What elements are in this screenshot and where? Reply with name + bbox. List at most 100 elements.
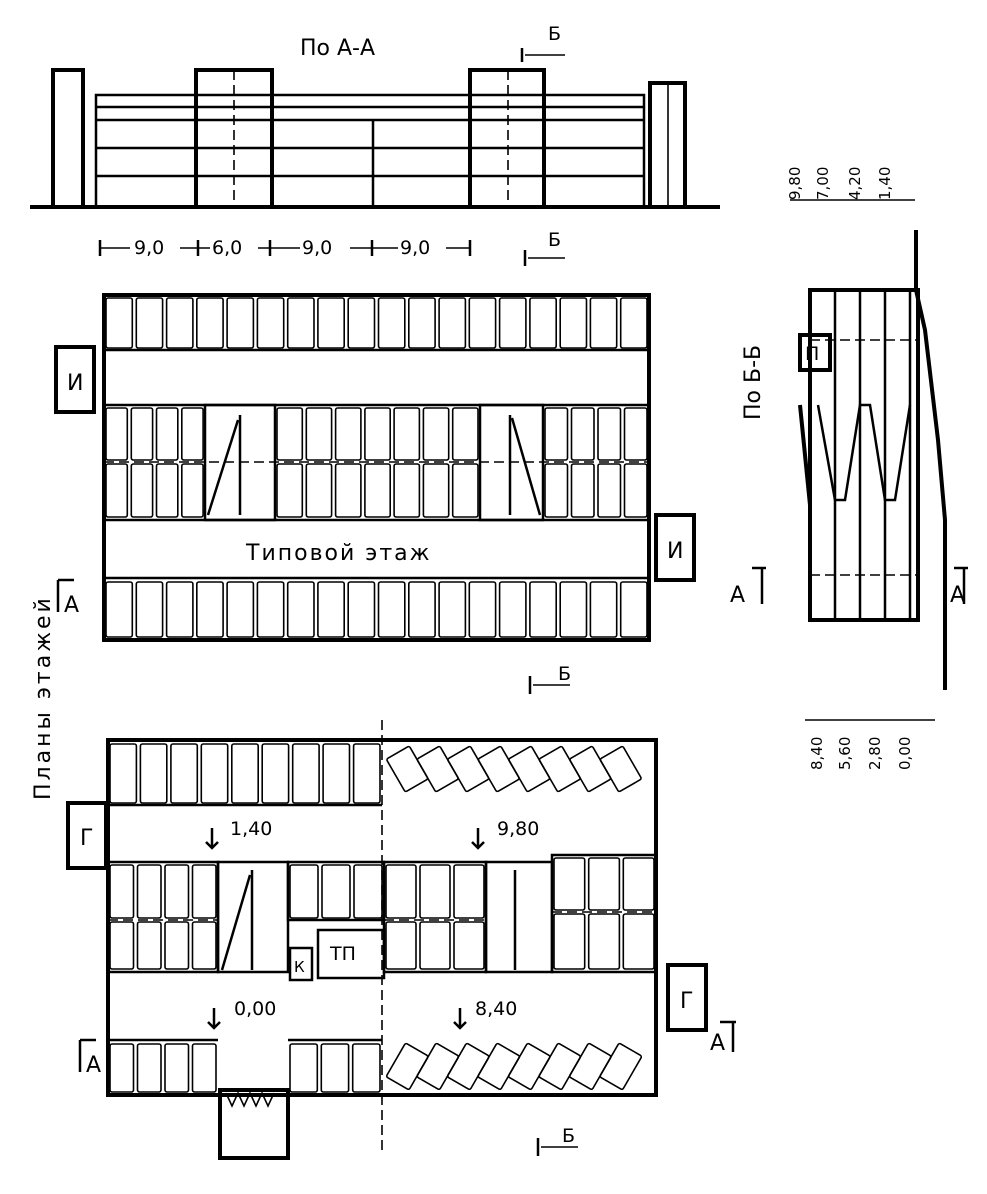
stair-left-ground-label: Г bbox=[80, 826, 93, 851]
parking-stall bbox=[468, 297, 497, 349]
room-k bbox=[288, 946, 314, 982]
cut-b-typical-bottom: Б bbox=[558, 663, 571, 685]
section-bb-marker-label: П bbox=[805, 343, 819, 365]
parking-stall bbox=[109, 864, 135, 919]
level-top-1-40: 1,40 bbox=[876, 167, 894, 200]
parking-stall bbox=[226, 297, 255, 349]
parking-stall bbox=[135, 581, 164, 638]
parking-stall bbox=[422, 463, 450, 518]
parking-stall bbox=[305, 407, 333, 461]
parking-stall bbox=[589, 297, 618, 349]
parking-stall bbox=[191, 921, 217, 970]
parking-stall bbox=[276, 463, 304, 518]
section-bb-marker bbox=[798, 333, 832, 372]
parking-stall bbox=[377, 297, 406, 349]
parking-stall bbox=[619, 297, 648, 349]
parking-stall bbox=[498, 581, 527, 638]
cut-a-typical: А bbox=[64, 593, 79, 618]
parking-stall bbox=[256, 581, 285, 638]
parking-stall bbox=[321, 864, 351, 919]
parking-stall bbox=[347, 297, 376, 349]
parking-stall bbox=[559, 297, 588, 349]
parking-stall bbox=[587, 857, 621, 911]
level-9-80: 9,80 bbox=[497, 818, 539, 840]
stair-left-ground bbox=[66, 801, 108, 870]
main-body bbox=[94, 93, 646, 209]
section-bb-cut-right: А bbox=[950, 583, 965, 608]
parking-stall bbox=[135, 297, 164, 349]
cut-a-ground-left: А bbox=[86, 1053, 101, 1078]
parking-stall bbox=[334, 463, 362, 518]
level-1-40: 1,40 bbox=[230, 818, 272, 840]
section-bb-body bbox=[808, 288, 920, 622]
parking-stall bbox=[200, 743, 229, 804]
span-4: 9,0 bbox=[400, 237, 430, 259]
parking-row-middle-left bbox=[109, 864, 217, 970]
parking-stall bbox=[155, 407, 179, 461]
parking-stall bbox=[317, 297, 345, 349]
middle-far-right-block bbox=[550, 853, 658, 974]
level-top-4-20: 4,20 bbox=[846, 167, 864, 200]
parking-stall bbox=[597, 407, 622, 461]
parking-stall bbox=[622, 857, 655, 911]
section-aa: По А-А Б 9,0 6,0 bbox=[30, 23, 720, 266]
parking-stall bbox=[393, 407, 421, 461]
parking-stall bbox=[109, 921, 135, 970]
cut-mark-b-mid: Б bbox=[548, 229, 561, 251]
ground-profile bbox=[914, 230, 947, 690]
parking-stall bbox=[451, 463, 479, 518]
parking-stall bbox=[597, 463, 622, 518]
parking-stall bbox=[317, 581, 345, 638]
parking-stall bbox=[407, 581, 436, 638]
parking-stall bbox=[136, 921, 162, 970]
parking-stall bbox=[164, 1043, 190, 1093]
parking-stall bbox=[589, 581, 618, 638]
parking-stall bbox=[453, 864, 485, 919]
ramp-block-right bbox=[468, 68, 546, 209]
level-bot-8-40: 8,40 bbox=[808, 737, 826, 770]
parking-row-right-angled-bottom bbox=[385, 1042, 643, 1091]
ramp-ground-right bbox=[484, 860, 554, 974]
parking-stall bbox=[623, 407, 648, 461]
parking-row-right-angled-top bbox=[386, 745, 642, 793]
parking-stall bbox=[105, 407, 129, 461]
parking-stall bbox=[619, 581, 648, 638]
parking-stall bbox=[181, 407, 204, 461]
parking-stall bbox=[352, 743, 381, 804]
ground-floor-plan: К ТП 1,40 9,80 0,00 8,40 Г Г bbox=[66, 720, 736, 1160]
parking-row-middle-center bbox=[289, 864, 383, 919]
parking-stall bbox=[622, 913, 655, 970]
parking-stall bbox=[453, 921, 485, 970]
parking-stall bbox=[261, 743, 290, 804]
parking-stall bbox=[181, 463, 204, 518]
parking-stall bbox=[164, 921, 190, 970]
parking-stall bbox=[498, 297, 527, 349]
stair-right-ground bbox=[666, 963, 708, 1032]
parking-stall bbox=[385, 864, 417, 919]
parking-row-top bbox=[105, 297, 648, 349]
parking-stall bbox=[322, 743, 351, 804]
parking-stall bbox=[191, 1043, 217, 1093]
cut-mark-b-top: Б bbox=[548, 23, 561, 45]
parking-stall bbox=[226, 581, 255, 638]
parking-stall bbox=[559, 581, 588, 638]
parking-stall bbox=[422, 407, 450, 461]
room-k-label: К bbox=[294, 958, 305, 976]
parking-stall bbox=[377, 581, 406, 638]
parking-stall bbox=[286, 297, 315, 349]
parking-stall bbox=[468, 581, 497, 638]
parking-stall bbox=[364, 407, 391, 461]
level-bot-2-80: 2,80 bbox=[866, 737, 884, 770]
level-bot-0-00: 0,00 bbox=[896, 737, 914, 770]
parking-stall bbox=[165, 297, 194, 349]
parking-stall bbox=[529, 581, 558, 638]
parking-stall bbox=[599, 1042, 643, 1091]
level-top-7-00: 7,00 bbox=[814, 167, 832, 200]
parking-stall bbox=[334, 407, 362, 461]
parking-stall bbox=[256, 297, 285, 349]
entrance-box bbox=[218, 1088, 290, 1160]
parking-stall bbox=[170, 743, 199, 804]
stair-right-typical bbox=[654, 513, 696, 582]
parking-stall bbox=[553, 857, 586, 911]
